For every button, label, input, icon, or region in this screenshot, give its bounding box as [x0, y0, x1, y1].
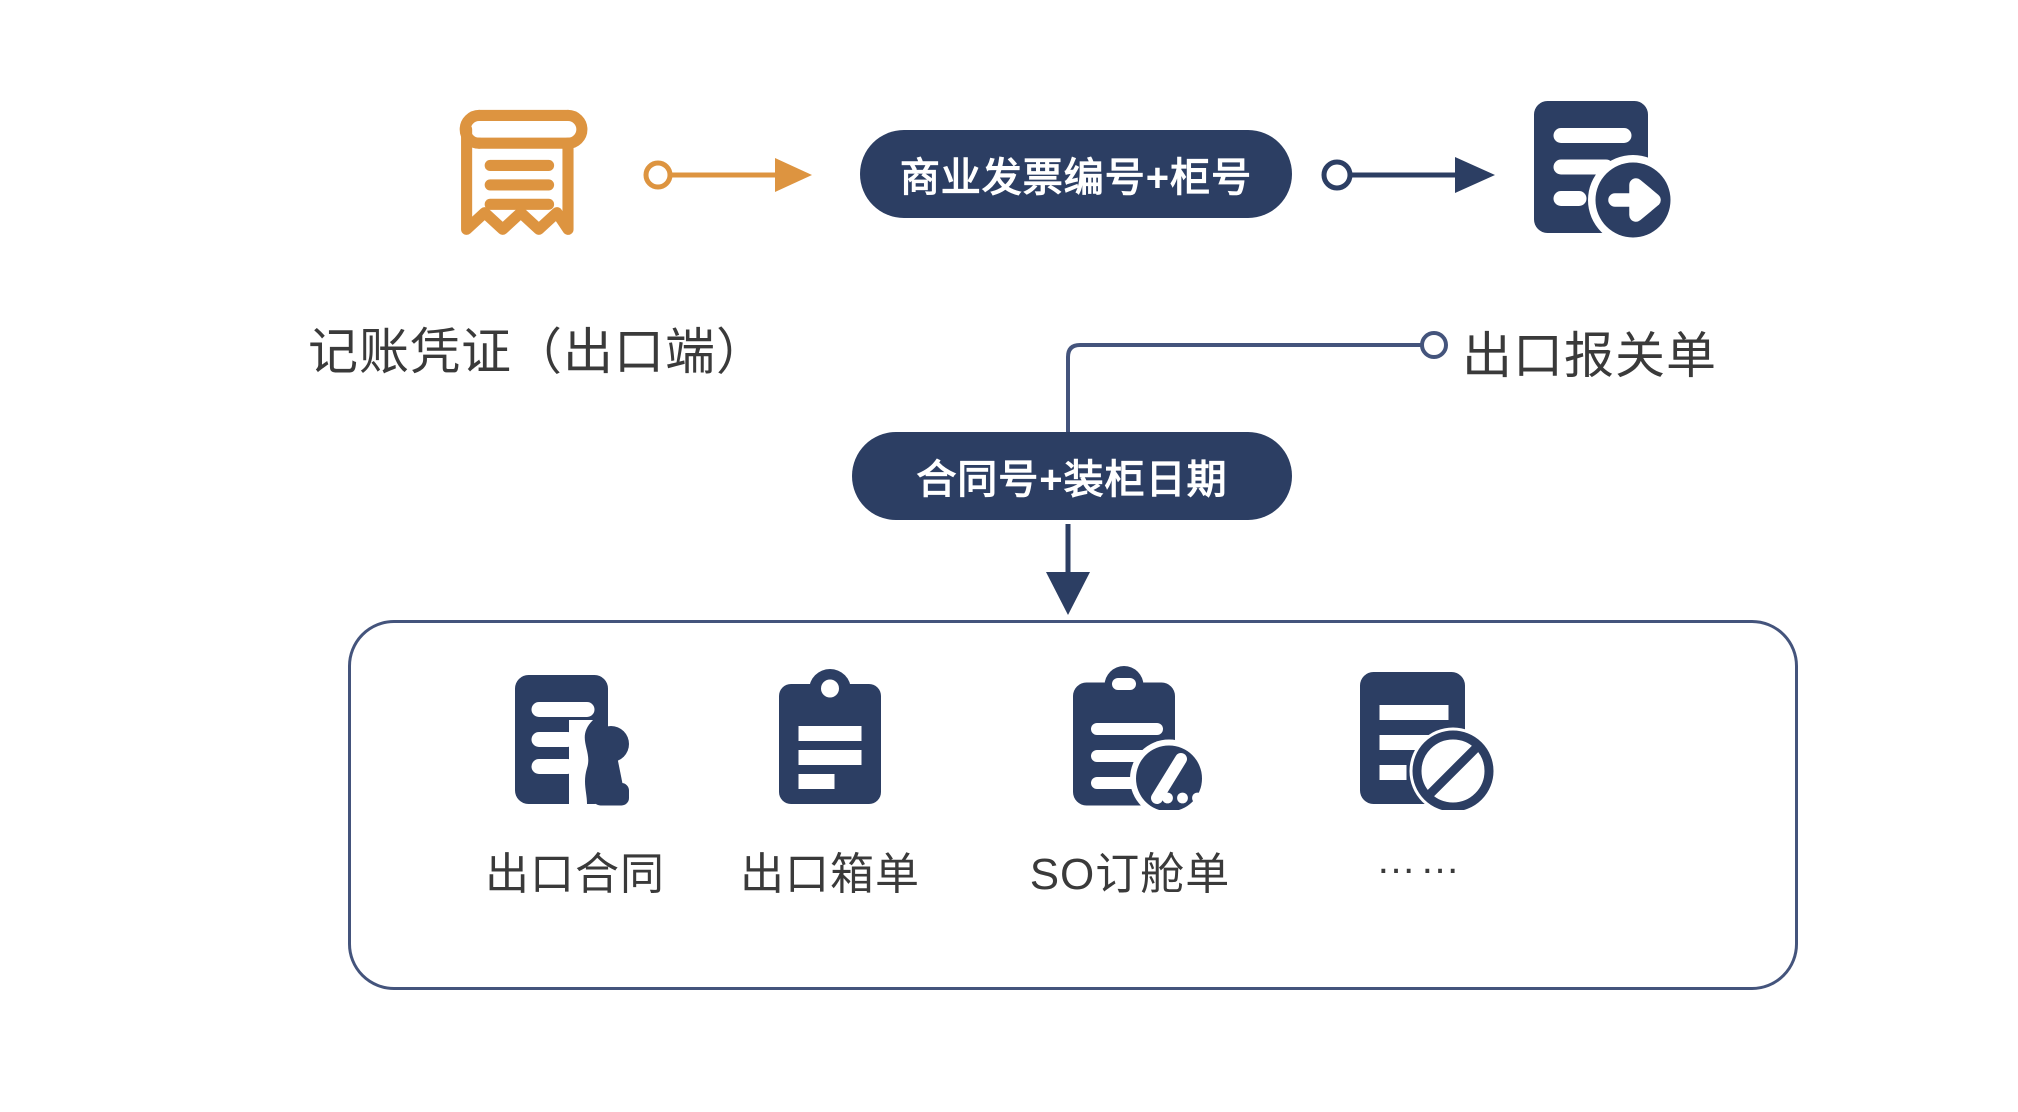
navy-connector — [1321, 157, 1495, 193]
doc-item-label: 出口合同 — [485, 850, 665, 899]
contract-stamp-icon — [500, 660, 650, 810]
down-arrow-connector — [1046, 524, 1090, 615]
doc-item-label: 出口箱单 — [740, 850, 920, 899]
pill-invoice-key[interactable]: 商业发票编号+柜号 — [860, 130, 1292, 218]
document-export-icon — [1525, 92, 1675, 242]
orange-connector — [643, 158, 812, 192]
doc-item-export-packing-list[interactable]: 出口箱单 — [700, 660, 960, 902]
receipt-icon — [448, 96, 588, 246]
label-accounting-voucher: 记账凭证（出口端） — [308, 324, 767, 380]
doc-item-label: …… — [1376, 838, 1464, 882]
pill-contract-key[interactable]: 合同号+装柜日期 — [852, 432, 1292, 520]
doc-item-export-contract[interactable]: 出口合同 — [445, 660, 705, 902]
doc-item-so-booking-note[interactable]: SO订舱单 — [1000, 660, 1260, 902]
doc-item-label: SO订舱单 — [1029, 850, 1231, 899]
clipboard-edit-icon — [1055, 660, 1205, 810]
label-export-customs-declaration: 出口报关单 — [1462, 328, 1717, 384]
doc-item-more[interactable]: …… — [1290, 660, 1550, 883]
document-blocked-icon — [1345, 660, 1495, 810]
elbow-connector — [1066, 331, 1448, 472]
clipboard-icon — [755, 660, 905, 810]
